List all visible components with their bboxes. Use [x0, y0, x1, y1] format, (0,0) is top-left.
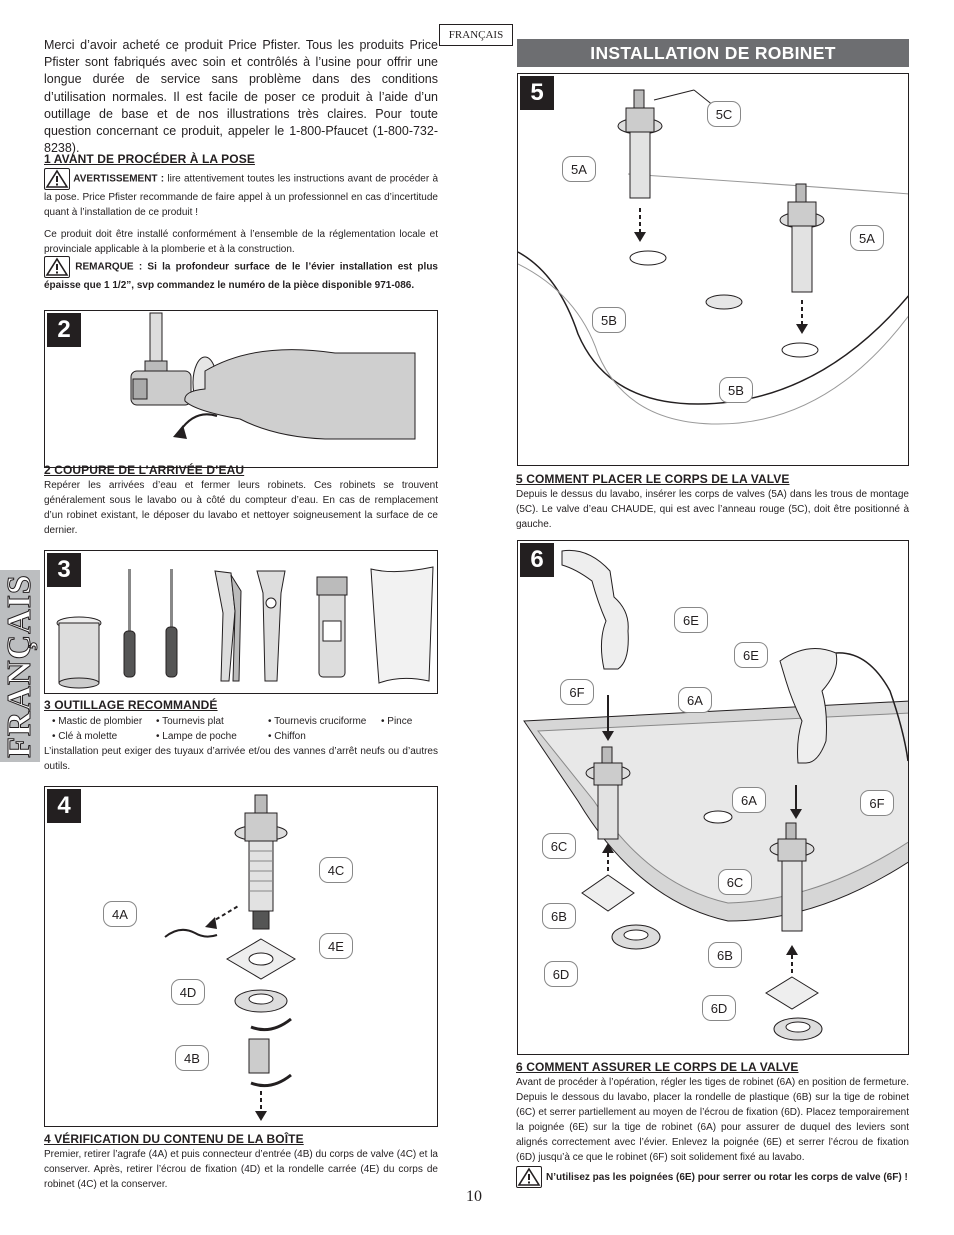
figure-4: 4 4C 4A 4E 4D 4B	[44, 786, 438, 1127]
sidebar-language-tab: FRANÇAIS	[0, 570, 40, 762]
section2-heading: 2 COUPURE DE L’ARRIVÉE D’EAU	[44, 463, 245, 477]
section6-warning: N’utilisez pas les poignées (6E) pour se…	[516, 1166, 909, 1188]
part-label-6d: 6D	[702, 995, 736, 1021]
warning-icon	[516, 1166, 542, 1188]
part-label-5c: 5C	[707, 101, 741, 127]
tool-item: • Tournevis plat	[156, 716, 224, 727]
part-label-5a: 5A	[562, 156, 596, 182]
tool-item: • Pince	[381, 716, 413, 727]
putty-jar-icon	[56, 616, 102, 689]
section1-heading: 1 AVANT DE PROCÉDER À LA POSE	[44, 152, 255, 166]
part-label-6e: 6E	[674, 607, 708, 633]
handle-right	[779, 648, 908, 764]
part-label-4e: 4E	[319, 933, 353, 959]
code-compliance-text: Ce produit doit être installé conforméme…	[44, 229, 438, 255]
adjustable-wrench-icon	[256, 570, 286, 682]
section4-text: Premier, retirer l’agrafe (4A) et puis c…	[44, 1149, 438, 1190]
section-banner: INSTALLATION DE ROBINET	[517, 39, 909, 67]
warning-icon	[44, 256, 70, 278]
warning-label: AVERTISSEMENT :	[73, 173, 165, 185]
section4-heading: 4 VÉRIFICATION DU CONTENU DE LA BOÎTE	[44, 1132, 304, 1146]
shutoff-valve-illustration	[130, 312, 416, 440]
warning-block: AVERTISSEMENT : lire attentivement toute…	[44, 168, 438, 220]
intro-paragraph: Merci d’avoir acheté ce produit Price Pf…	[44, 38, 438, 156]
figure-2: 2	[44, 310, 438, 468]
valve-body-right	[765, 822, 823, 1041]
tool-item: • Tournevis cruciforme	[268, 716, 367, 727]
flashlight-icon	[316, 576, 348, 678]
handle-left	[561, 549, 629, 670]
section3-heading: 3 OUTILLAGE RECOMMANDÉ	[44, 698, 218, 712]
valve-body-left	[617, 89, 663, 242]
part-label-4d: 4D	[171, 979, 205, 1005]
part-label-6b: 6B	[708, 942, 742, 968]
figure-5: 5 5C 5A 5A 5B 5B	[517, 73, 909, 466]
valve-securing-illustration	[523, 549, 908, 1041]
figure-number: 3	[47, 553, 81, 587]
part-label-6f: 6F	[860, 790, 894, 816]
part-label-6a: 6A	[678, 687, 712, 713]
valve-body-left	[581, 746, 661, 950]
section6-text: Avant de procéder à l’opération, régler …	[516, 1077, 909, 1163]
part-label-4a: 4A	[103, 901, 137, 927]
box-contents-illustration	[164, 794, 296, 1121]
tool-item: • Chiffon	[268, 731, 306, 742]
part-label-6c: 6C	[718, 869, 752, 895]
section6-warning-text: N’utilisez pas les poignées (6E) pour se…	[546, 1171, 908, 1183]
figure-number: 4	[47, 789, 81, 823]
warning-text: lire attentivement toutes les instructio…	[44, 173, 439, 218]
figure-3: 3	[44, 550, 438, 694]
flat-screwdriver-icon	[123, 569, 136, 678]
rag-icon	[370, 566, 434, 684]
part-label-6a: 6A	[732, 787, 766, 813]
pliers-icon	[214, 570, 242, 682]
tool-item: • Mastic de plombier	[52, 716, 143, 727]
warning-icon	[44, 168, 70, 190]
part-label-4b: 4B	[175, 1045, 209, 1071]
part-label-5b: 5B	[719, 377, 753, 403]
section2-text: Repérer les arrivées d’eau et fermer leu…	[44, 480, 438, 536]
part-label-6b: 6B	[542, 903, 576, 929]
note-text: REMARQUE : Si la profondeur surface de l…	[44, 261, 438, 291]
part-label-4c: 4C	[319, 857, 353, 883]
note-block: REMARQUE : Si la profondeur surface de l…	[44, 256, 438, 293]
figure-number: 5	[520, 76, 554, 110]
part-label-6c: 6C	[542, 833, 576, 859]
phillips-screwdriver-icon	[165, 569, 178, 678]
part-label-6f: 6F	[560, 679, 594, 705]
valve-body-right	[779, 183, 825, 334]
figure-6: 6	[517, 540, 909, 1055]
language-tag: FRANÇAIS	[439, 24, 513, 46]
valve-placement-illustration	[518, 89, 908, 425]
figure-number: 2	[47, 313, 81, 347]
section5-heading: 5 COMMENT PLACER LE CORPS DE LA VALVE	[516, 472, 790, 486]
section5-text: Depuis le dessus du lavabo, insérer les …	[516, 489, 909, 530]
figure-number: 6	[520, 543, 554, 577]
part-label-5a: 5A	[850, 225, 884, 251]
tool-item: • Clé à molette	[52, 731, 118, 742]
part-label-6d: 6D	[544, 961, 578, 987]
sidebar-label: FRANÇAIS	[1, 574, 39, 759]
part-label-6e: 6E	[734, 642, 768, 668]
section6-heading: 6 COMMENT ASSURER LE CORPS DE LA VALVE	[516, 1060, 799, 1074]
section3-text: L’installation peut exiger des tuyaux d’…	[44, 746, 438, 772]
tool-item: • Lampe de poche	[156, 731, 237, 742]
page-number: 10	[466, 1188, 482, 1205]
tools-illustration	[56, 566, 434, 689]
part-label-5b: 5B	[592, 307, 626, 333]
